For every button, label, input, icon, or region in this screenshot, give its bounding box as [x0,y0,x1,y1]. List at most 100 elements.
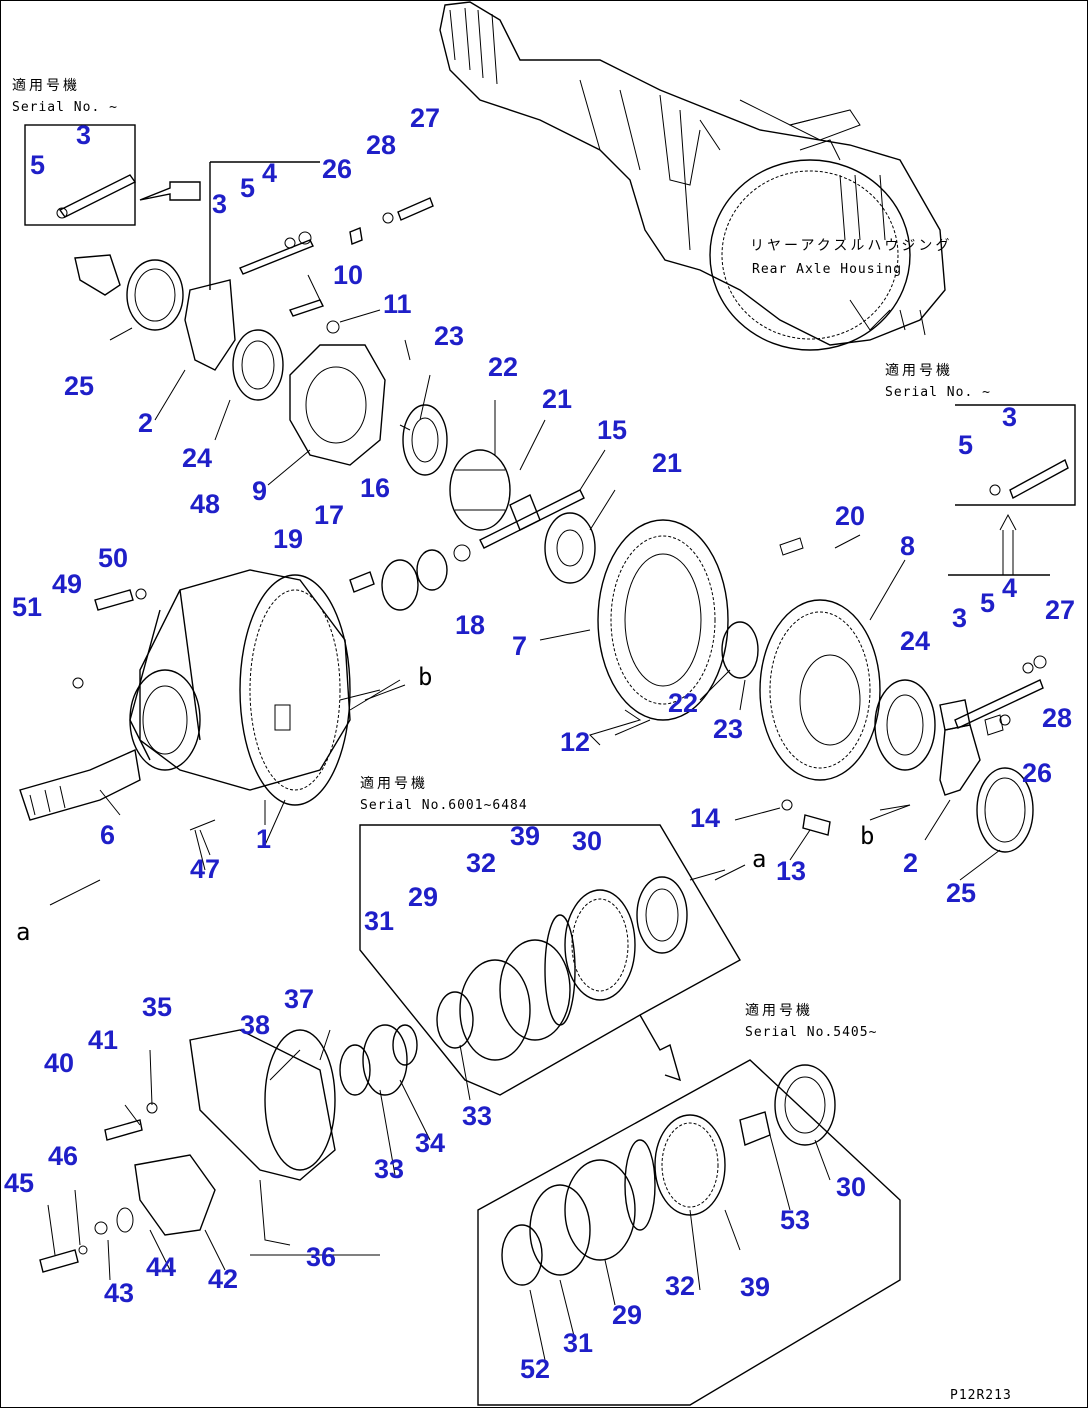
part-number-callout: 31 [364,906,395,936]
part-number-callout: 40 [44,1048,75,1078]
part-number-callout: 28 [1042,703,1073,733]
part-number-callout: 24 [900,626,931,656]
part-number-callout: 47 [190,854,221,884]
part-number-callout: 28 [366,130,397,160]
part-number-callout: 51 [12,592,43,622]
differential-parts [349,404,936,836]
part-number-callout: 5 [958,430,974,460]
part-number-callout: 25 [64,371,95,401]
part-number-callout: 33 [374,1154,405,1184]
part-number-callout: 32 [466,848,497,878]
part-number-callout: 3 [76,120,92,150]
part-number-callout: 45 [4,1168,35,1198]
view-marker-a-left: a [16,918,31,946]
part-number-callout: 9 [252,476,268,506]
serial-note-3-jp: 適用号機 [360,776,428,792]
serial-note-4-jp: 適用号機 [745,1003,813,1019]
part-number-callout: 35 [142,992,173,1022]
part-number-callout: 2 [903,848,919,878]
part-number-callout: 12 [560,727,591,757]
part-number-callout: 2 [138,408,154,438]
view-marker-a-right: a [752,845,767,873]
part-number-callout: 15 [597,415,628,445]
brake-group-upper [359,824,746,1096]
leader-lines [47,274,1001,1361]
part-number-callout: 29 [612,1300,643,1330]
part-number-callout: 26 [1022,758,1053,788]
part-number-callout: 44 [146,1252,177,1282]
part-number-callout: 21 [652,448,683,478]
part-number-callout: 43 [104,1278,135,1308]
part-number-callout: 41 [88,1025,119,1055]
part-number-callout: 30 [836,1172,867,1202]
part-number-callout: 4 [1002,573,1018,603]
part-number-callout: 37 [284,984,315,1014]
part-number-callout: 29 [408,882,439,912]
part-number-callout: 23 [713,714,744,744]
view-marker-b-left: b [418,663,433,691]
part-number-callout: 38 [240,1010,271,1040]
housing-label-jp: リヤーアクスルハウジング [750,238,953,254]
part-number-callout: 36 [306,1242,337,1272]
part-number-callout: 26 [322,154,353,184]
part-number-callout: 8 [900,531,916,561]
part-number-callout: 22 [488,352,519,382]
part-number-callout: 39 [510,821,541,851]
part-number-callout: 42 [208,1264,239,1294]
serial-note-3-en: Serial No.6001~6484 [360,798,528,813]
serial-note-1-jp: 適用号機 [12,78,80,94]
part-number-callout: 17 [314,500,345,530]
part-number-callout: 25 [946,878,977,908]
part-number-callout: 49 [52,569,83,599]
part-number-callout: 52 [520,1354,551,1384]
part-number-callout: 53 [780,1205,811,1235]
serial-note-1-en: Serial No. ~ [12,100,118,115]
part-number-callout: 3 [1002,402,1018,432]
part-number-callout: 31 [563,1328,594,1358]
part-number-callout: 34 [415,1128,446,1158]
part-number-callout: 48 [190,489,221,519]
part-number-callout: 22 [668,688,699,718]
housing-label-en: Rear Axle Housing [752,262,903,277]
part-number-callout: 16 [360,473,391,503]
left-bearing-group [24,124,434,466]
part-number-callout: 27 [410,103,441,133]
part-number-callout: 21 [542,384,573,414]
part-number-callout: 3 [952,603,968,633]
part-number-callout: 46 [48,1141,79,1171]
brake-housing-lower-left [39,1024,418,1273]
serial-note-2-en: Serial No. ~ [885,385,991,400]
view-marker-b-right: b [860,822,875,850]
part-number-callout: 14 [690,803,721,833]
part-number-callout: 5 [980,588,996,618]
part-number-callout: 24 [182,443,213,473]
part-number-callout: 5 [240,173,256,203]
serial-note-2-jp: 適用号機 [885,363,953,379]
carrier-case-drawing [19,569,401,831]
part-number-callout: 32 [665,1271,696,1301]
part-number-callout: 7 [512,631,528,661]
rear-axle-housing-drawing [439,1,946,351]
part-number-callout: 3 [212,189,228,219]
part-number-callout: 1 [256,824,272,854]
part-number-callout: 50 [98,543,129,573]
part-number-callout: 20 [835,501,866,531]
drawing-code: P12R213 [950,1388,1012,1403]
part-number-callout: 33 [462,1101,493,1131]
part-number-callout: 13 [776,856,807,886]
part-number-callout: 23 [434,321,465,351]
part-number-callout: 10 [333,260,364,290]
part-number-callout: 39 [740,1272,771,1302]
part-number-callout: 30 [572,826,603,856]
part-number-callout: 4 [262,158,278,188]
right-bearing-group [879,404,1076,853]
part-number-callout: 6 [100,820,116,850]
part-number-callout: 27 [1045,595,1076,625]
part-number-callout: 5 [30,150,46,180]
part-number-callout: 11 [383,289,412,319]
part-number-callout: 18 [455,610,486,640]
part-number-callout: 19 [273,524,304,554]
serial-note-4-en: Serial No.5405~ [745,1025,878,1040]
